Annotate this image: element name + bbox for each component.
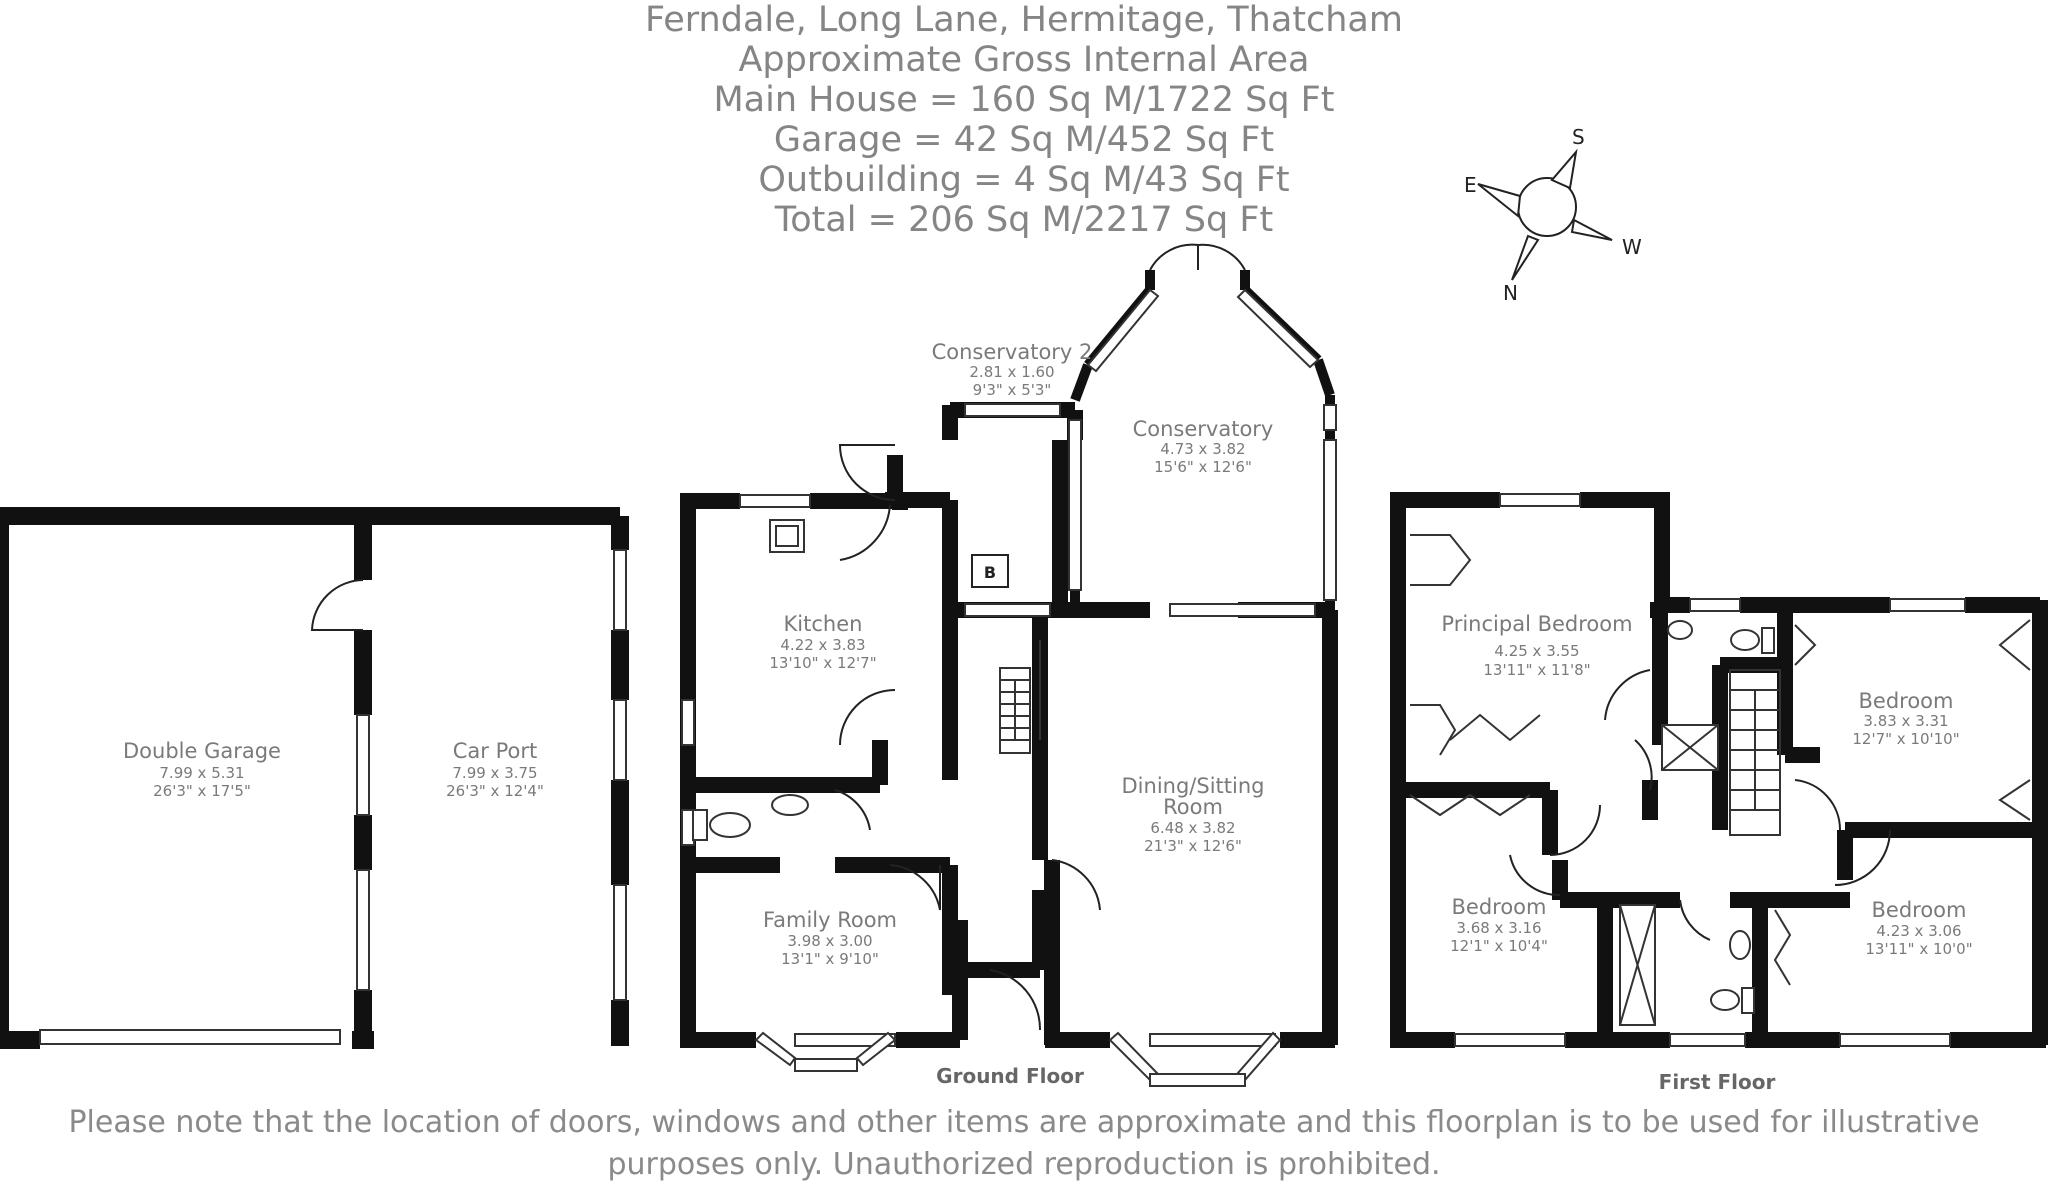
first-floor-windows <box>1454 493 1966 1047</box>
first-floor-label: First Floor <box>1659 1070 1776 1094</box>
kitchen-name: Kitchen <box>784 612 863 636</box>
total-area: Total = 206 Sq M/2217 Sq Ft <box>774 200 1274 240</box>
bedroom-se-metric: 4.23 x 3.06 <box>1876 922 1961 940</box>
disclaimer-line1: Please note that the location of doors, … <box>68 1105 1980 1140</box>
compass-n-label: N <box>1503 281 1518 305</box>
floorplan-header: Ferndale, Long Lane, Hermitage, Thatcham… <box>0 0 2048 240</box>
garage-walls <box>0 507 629 1049</box>
double-garage-metric: 7.99 x 5.31 <box>159 764 244 782</box>
car-port-name: Car Port <box>453 739 537 763</box>
conservatory-name: Conservatory <box>1133 417 1274 441</box>
dining-name-line2: Room <box>1163 795 1223 819</box>
first-floor-walls <box>1390 492 2048 1048</box>
principal-bedroom-name: Principal Bedroom <box>1441 612 1632 636</box>
bedroom-ne-name: Bedroom <box>1859 689 1954 713</box>
conservatory2-imperial: 9'3" x 5'3" <box>973 381 1052 399</box>
bedroom-sw-imperial: 12'1" x 10'4" <box>1450 937 1548 955</box>
bedroom-se-name: Bedroom <box>1872 898 1967 922</box>
conservatory-metric: 4.73 x 3.82 <box>1160 440 1245 458</box>
ground-floor-doors-icon <box>834 444 1101 1031</box>
area-title: Approximate Gross Internal Area <box>738 40 1310 80</box>
dining-imperial: 21'3" x 12'6" <box>1144 837 1242 855</box>
double-garage-imperial: 26'3" x 17'5" <box>153 782 251 800</box>
kitchen-metric: 4.22 x 3.83 <box>780 636 865 654</box>
conservatory-french-doors-icon <box>1149 243 1246 271</box>
outbuilding-area: Outbuilding = 4 Sq M/43 Sq Ft <box>758 160 1290 200</box>
first-floor-toilets-icon <box>1667 620 1775 1014</box>
conservatory2-metric: 2.81 x 1.60 <box>969 363 1054 381</box>
bedroom-sw-name: Bedroom <box>1452 895 1547 919</box>
toilet-icon <box>692 809 751 841</box>
shower-icon <box>1619 724 1719 1026</box>
dining-name-line1: Dining/Sitting <box>1122 774 1265 798</box>
bedroom-se-imperial: 13'11" x 10'0" <box>1865 940 1972 958</box>
double-garage-name: Double Garage <box>123 739 281 763</box>
compass-s-label: S <box>1572 125 1585 149</box>
kitchen-imperial: 13'10" x 12'7" <box>769 654 876 672</box>
ground-floor-label: Ground Floor <box>936 1064 1084 1088</box>
ground-floor-windows <box>681 288 1337 1087</box>
compass-e-label: E <box>1464 173 1477 197</box>
bedroom-ne-imperial: 12'7" x 10'10" <box>1852 730 1959 748</box>
first-floor-doors-icon <box>1509 669 1891 941</box>
basin-icon <box>771 794 809 816</box>
compass-icon <box>1477 148 1613 281</box>
principal-bedroom-imperial: 13'11" x 11'8" <box>1483 661 1590 679</box>
disclaimer: Please note that the location of doors, … <box>0 1102 2048 1186</box>
conservatory-imperial: 15'6" x 12'6" <box>1154 458 1252 476</box>
garage-door-arc <box>310 579 364 631</box>
first-floor-stairs-icon <box>1729 669 1781 836</box>
family-room-imperial: 13'1" x 9'10" <box>781 950 879 968</box>
property-address: Ferndale, Long Lane, Hermitage, Thatcham <box>645 0 1403 40</box>
garage-area: Garage = 42 Sq M/452 Sq Ft <box>773 120 1275 160</box>
family-room-metric: 3.98 x 3.00 <box>787 932 872 950</box>
garage-windows <box>39 549 627 1045</box>
main-house-area: Main House = 160 Sq M/1722 Sq Ft <box>713 80 1335 120</box>
dining-metric: 6.48 x 3.82 <box>1150 819 1235 837</box>
car-port-imperial: 26'3" x 12'4" <box>446 782 544 800</box>
family-room-name: Family Room <box>763 908 897 932</box>
compass-w-label: W <box>1622 235 1642 259</box>
bedroom-sw-metric: 3.68 x 3.16 <box>1456 919 1541 937</box>
first-floor-wardrobes-icon <box>1409 534 2031 986</box>
conservatory2-name: Conservatory 2 <box>932 340 1093 364</box>
car-port-metric: 7.99 x 3.75 <box>452 764 537 782</box>
kitchen-sink-icon <box>769 519 805 553</box>
boiler-box <box>971 554 1009 588</box>
disclaimer-line2: purposes only. Unauthorized reproduction… <box>607 1147 1441 1182</box>
boiler-label: B <box>984 563 996 582</box>
principal-bedroom-metric: 4.25 x 3.55 <box>1494 642 1579 660</box>
ground-stairs-icon <box>999 640 1041 754</box>
bedroom-ne-metric: 3.83 x 3.31 <box>1863 712 1948 730</box>
